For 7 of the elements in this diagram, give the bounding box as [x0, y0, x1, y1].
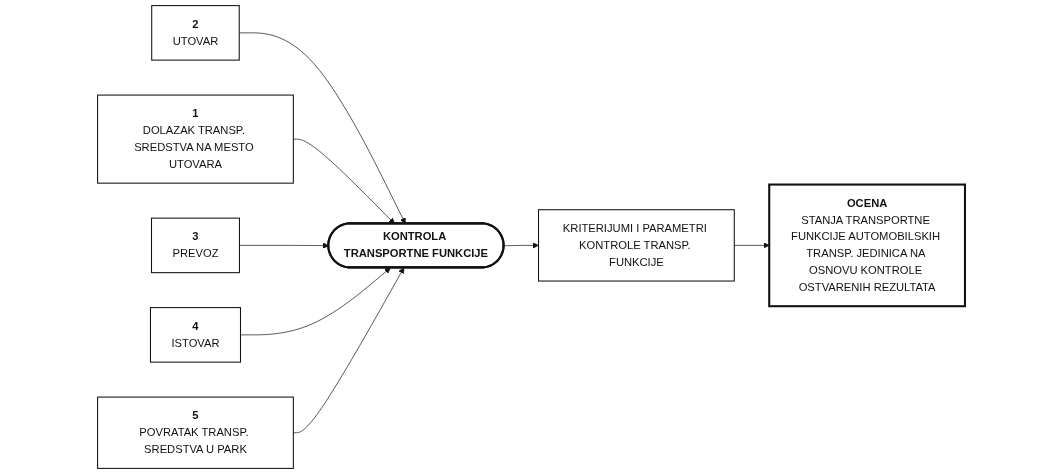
node-box: OCENA STANJA TRANSPORTNE FUNKCIJE AUTOMOBILSKIH TRANSP. JEDINICA NA OSNOVU KONTROLE OSTVARENIH REZULTATA [767, 183, 966, 308]
node-box: 5 POVRATAK TRANSP. SREDSTVA U PARK [96, 396, 294, 469]
node-box: KRITERIJUMI I PARAMETRI KONTROLE TRANSP. FUNKCIJE [537, 209, 735, 282]
node-box: 3 PREVOZ [150, 217, 240, 274]
node-box: 2 UTOVAR [150, 5, 240, 61]
node-box: 1 DOLAZAK TRANSP. SREDSTVA NA MESTO UTOVARA [96, 94, 294, 184]
node-box: 4 ISTOVAR [149, 307, 241, 363]
